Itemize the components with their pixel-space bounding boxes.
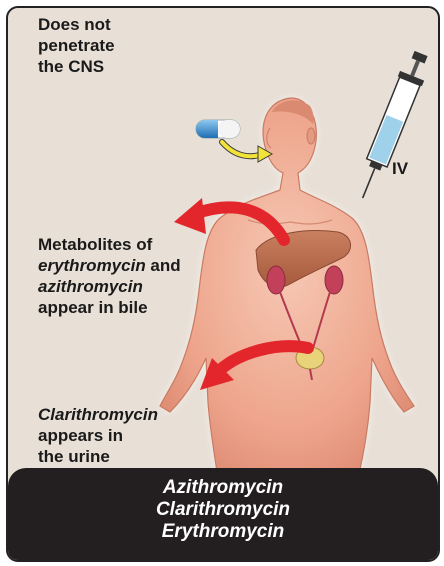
iv-syringe-icon (351, 49, 434, 203)
left-kidney (267, 266, 285, 294)
bile-label: Metabolites of erythromycin and azithrom… (38, 234, 181, 318)
drug-list-footer: Azithromycin Clarithromycin Erythromycin (8, 468, 438, 560)
drug-name: Erythromycin (8, 521, 438, 543)
cns-label: Does not penetrate the CNS (38, 14, 115, 77)
iv-label: IV (392, 158, 408, 179)
urine-label: Clarithromycin appears in the urine (38, 404, 158, 467)
drug-name: Clarithromycin (8, 499, 438, 521)
pill-capsule-icon (196, 120, 240, 138)
right-kidney (325, 266, 343, 294)
diagram-panel: Does not penetrate the CNS IV Metabolite… (6, 6, 440, 562)
drug-name: Azithromycin (8, 477, 438, 499)
